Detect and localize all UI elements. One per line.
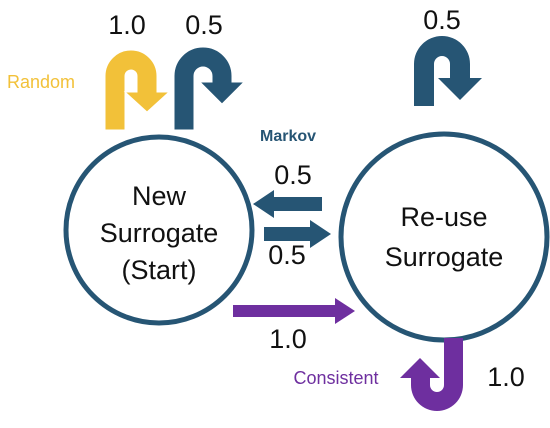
state-new-line3: (Start): [121, 255, 196, 285]
consistent-reuse-self-loop-arrow: [400, 338, 463, 411]
markov-reuse-self-loop-arrow: [414, 36, 482, 106]
state-reuse-line2: Surrogate: [385, 242, 504, 272]
consistent-new-to-reuse-prob: 1.0: [269, 324, 307, 354]
markov-new-self-loop-prob: 0.5: [185, 10, 223, 40]
state-new-surrogate: [63, 134, 255, 326]
consistent-label: Consistent: [293, 368, 378, 388]
random-self-loop-arrow: [104, 49, 171, 131]
random-self-loop-prob: 1.0: [108, 10, 146, 40]
markov-label: Markov: [260, 128, 316, 145]
markov-reuse-to-new-arrow: [253, 190, 322, 218]
markov-new-self-loop-arrow: [173, 46, 246, 131]
markov-new-to-reuse-arrow: [264, 220, 331, 248]
state-new-line2: Surrogate: [100, 218, 219, 248]
state-new-line1: New: [132, 181, 187, 211]
state-reuse-line1: Re-use: [400, 202, 487, 232]
markov-reuse-self-loop-prob: 0.5: [423, 5, 461, 35]
markov-reuse-to-new-prob: 0.5: [274, 160, 312, 190]
consistent-reuse-self-loop-prob: 1.0: [487, 362, 525, 392]
random-label: Random: [7, 72, 75, 92]
markov-new-to-reuse-prob: 0.5: [268, 240, 306, 270]
consistent-new-to-reuse-arrow: [233, 298, 355, 324]
state-reuse-surrogate: [338, 131, 550, 343]
